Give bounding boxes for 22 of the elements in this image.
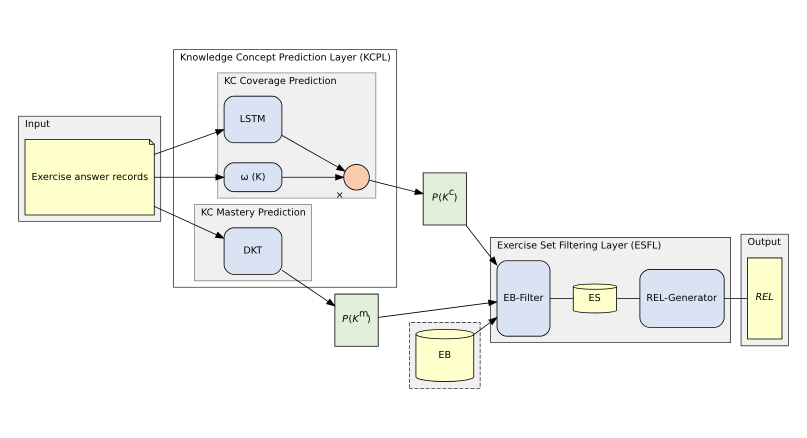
arrow	[282, 270, 336, 307]
arrow	[154, 174, 226, 181]
connector	[550, 298, 574, 299]
arrow	[369, 180, 424, 195]
node-box: REL	[747, 258, 782, 340]
cluster	[409, 322, 481, 389]
node-box: ω (K)	[224, 162, 282, 192]
arrow	[154, 206, 226, 239]
arrow	[282, 174, 345, 181]
arrow	[474, 316, 498, 335]
node-box: LSTM	[224, 96, 282, 144]
node-box: DKT	[224, 227, 282, 275]
node-circle	[343, 164, 370, 190]
node-box: REL-Generator	[639, 269, 725, 328]
arrow	[465, 224, 498, 266]
node-label: ×	[336, 190, 344, 201]
node-box: EB-Filter	[496, 260, 550, 337]
arrow	[282, 135, 346, 172]
arrow	[154, 129, 226, 155]
connector	[616, 298, 640, 299]
arrow	[378, 300, 498, 318]
connector	[724, 298, 748, 299]
